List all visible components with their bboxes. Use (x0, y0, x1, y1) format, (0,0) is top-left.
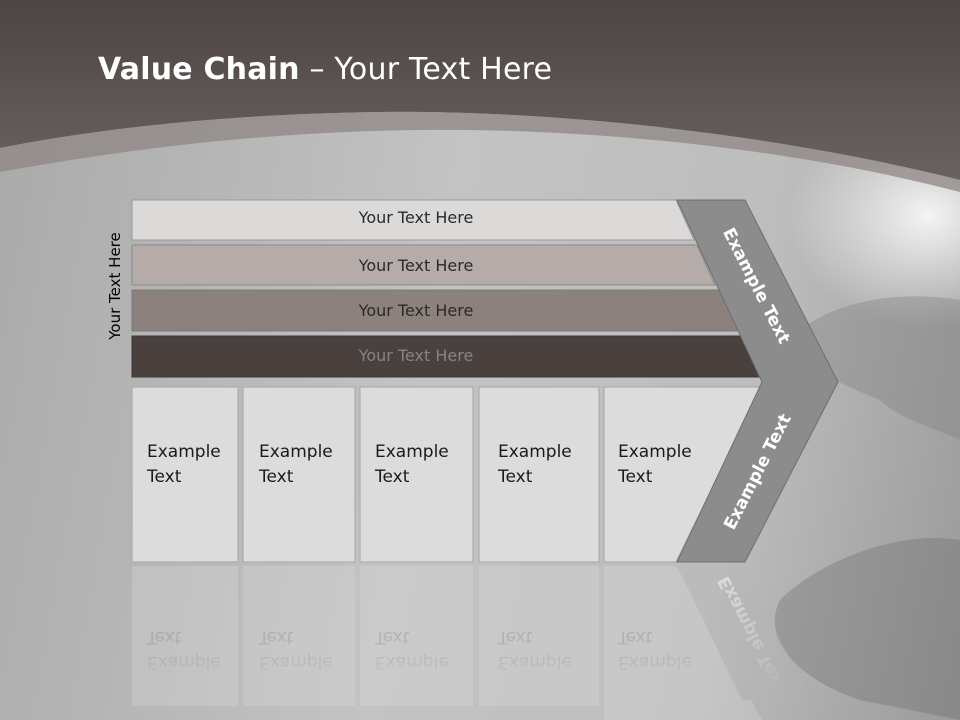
reflection-label-5: Example Text (618, 627, 692, 672)
support-bar-1 (131, 199, 695, 241)
reflection-boxes (132, 566, 810, 720)
reflection-label-2: Example Text (259, 627, 333, 672)
slide-title: Value Chain – Your Text Here (98, 52, 552, 87)
reflection-label-4: Example Text (498, 627, 572, 672)
activity-box-2-label: Example Text (259, 442, 333, 487)
reflection-label-1: Example Text (147, 627, 221, 672)
header-swoosh (0, 111, 960, 192)
activity-box-5 (603, 386, 763, 563)
activity-box-1 (131, 386, 239, 563)
reflection-label-3: Example Text (375, 627, 449, 672)
hand-silhouette (798, 296, 960, 440)
title-bold: Value Chain (98, 52, 300, 87)
activity-box-4 (478, 386, 600, 563)
reflection: Example Text Example Text Example Text E… (0, 562, 960, 720)
support-bar-1-label: Your Text Here (358, 208, 474, 227)
activity-box-1-label: Example Text (147, 442, 221, 487)
support-bar-3-label: Your Text Here (358, 301, 474, 320)
hand-silhouette-lower (774, 538, 960, 720)
title-rest: – Your Text Here (299, 52, 553, 87)
reflection-chevron-label: Example Text (714, 572, 790, 696)
activity-box-4-label: Example Text (498, 442, 572, 487)
activity-box-2 (242, 386, 356, 563)
activity-box-3 (359, 386, 474, 563)
support-bar-4-label: Your Text Here (358, 346, 474, 365)
activity-box-5-label: Example Text (618, 442, 692, 487)
support-bar-2 (131, 244, 716, 286)
header-band (0, 0, 960, 180)
margin-chevron (676, 199, 839, 563)
support-bar-2-label: Your Text Here (358, 256, 474, 275)
activity-box-3-label: Example Text (375, 442, 449, 487)
